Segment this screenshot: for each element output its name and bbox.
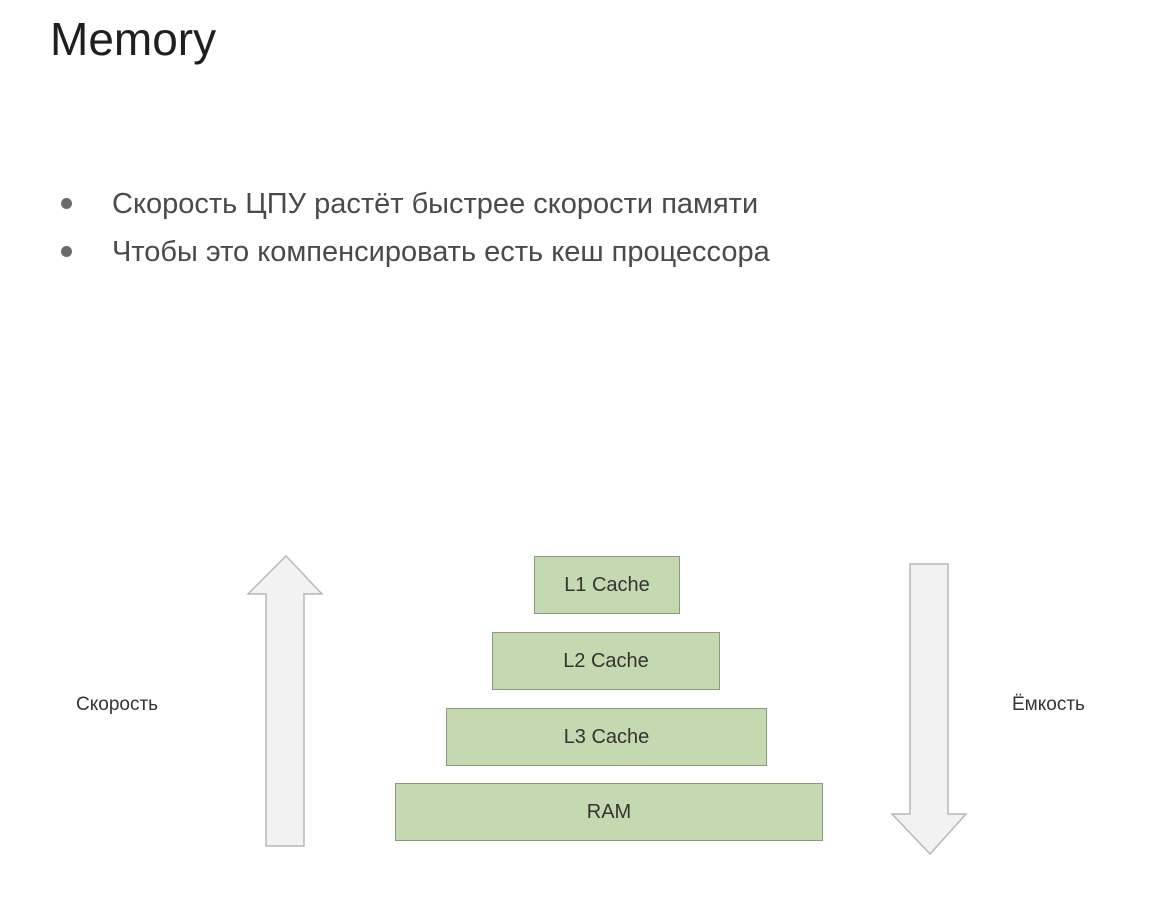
bullet-item: Чтобы это компенсировать есть кеш процес…: [58, 228, 770, 276]
level-label: L1 Cache: [564, 573, 650, 596]
level-l1-cache: L1 Cache: [534, 556, 680, 614]
speed-label: Скорость: [76, 694, 159, 715]
speed-up-arrow-icon: [246, 554, 324, 847]
capacity-label: Ёмкость: [1012, 694, 1085, 715]
speed-up-arrow-shape: [246, 554, 324, 847]
bullet-item: Скорость ЦПУ растёт быстрее скорости пам…: [58, 180, 770, 228]
bullet-text: Чтобы это компенсировать есть кеш процес…: [112, 236, 770, 268]
level-label: L3 Cache: [563, 725, 650, 748]
level-label: RAM: [586, 800, 632, 823]
bullet-dot-icon: [61, 246, 72, 257]
slide-title: Memory: [50, 13, 217, 65]
bullet-dot-icon: [61, 198, 72, 209]
memory-hierarchy-diagram: Скорость L1 Cache L2 Cache L3 Cache RAM …: [0, 540, 1174, 880]
bullet-text: Скорость ЦПУ растёт быстрее скорости пам…: [112, 188, 759, 220]
bullet-list: Скорость ЦПУ растёт быстрее скорости пам…: [58, 180, 770, 276]
level-l3-cache: L3 Cache: [446, 708, 767, 766]
level-ram: RAM: [395, 783, 823, 841]
level-l2-cache: L2 Cache: [492, 632, 720, 690]
capacity-down-arrow-shape: [890, 563, 968, 856]
level-label: L2 Cache: [563, 649, 649, 672]
capacity-down-arrow-icon: [890, 563, 968, 856]
